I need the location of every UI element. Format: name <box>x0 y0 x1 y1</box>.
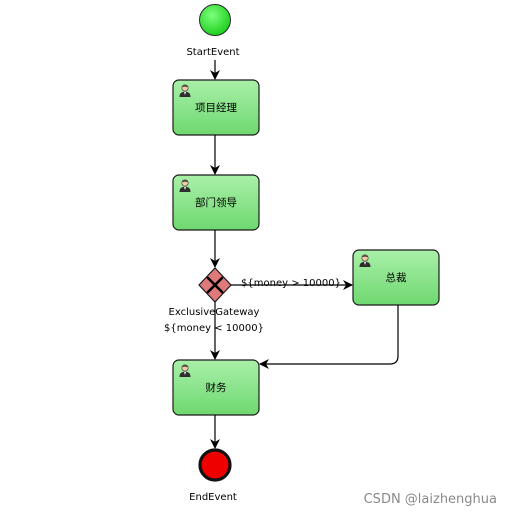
task-label: 部门领导 <box>195 196 237 209</box>
task-label: 总裁 <box>386 271 407 284</box>
watermark: CSDN @laizhenghua <box>363 492 497 507</box>
task-finance[interactable]: 财务 <box>172 359 260 416</box>
flow-president-to-finance[interactable] <box>259 305 399 369</box>
task-label: 财务 <box>206 381 227 394</box>
task-label: 项目经理 <box>195 101 237 114</box>
exclusive-gateway[interactable] <box>198 267 232 303</box>
start-event-label: StartEvent <box>186 47 239 58</box>
gateway-label: ExclusiveGateway <box>169 307 260 318</box>
end-event[interactable] <box>198 448 232 482</box>
task-project-manager[interactable]: 项目经理 <box>172 79 260 136</box>
task-president[interactable]: 总裁 <box>352 249 440 306</box>
x-marker-icon <box>206 276 224 294</box>
task-dept-leader[interactable]: 部门领导 <box>172 174 260 231</box>
start-event[interactable] <box>199 4 231 36</box>
condition-high-label: ${money > 10000} <box>241 278 341 289</box>
end-event-label: EndEvent <box>189 492 237 503</box>
condition-low-label: ${money < 10000} <box>164 323 264 334</box>
